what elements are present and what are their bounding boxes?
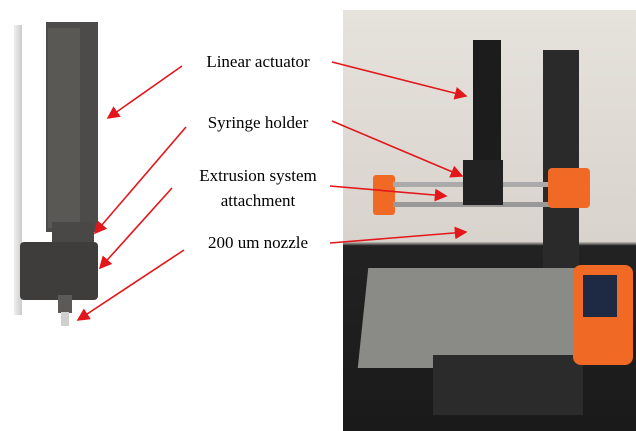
- arrow-holder-right: [331, 120, 464, 178]
- arrow-actuator-right: [331, 61, 468, 100]
- arrow-actuator-left: [106, 65, 183, 119]
- arrow-nozzle-right: [329, 226, 468, 244]
- arrow-extrusion-left: [98, 187, 173, 270]
- arrow-nozzle-left: [76, 249, 185, 321]
- printer-photo: [343, 10, 636, 431]
- label-linear-actuator: Linear actuator: [206, 52, 310, 71]
- label-extrusion-line1: Extrusion system: [199, 166, 317, 185]
- label-syringe-holder: Syringe holder: [207, 113, 309, 132]
- label-extrusion-line2: attachment: [220, 191, 296, 210]
- arrow-holder-left: [93, 126, 187, 235]
- arrow-extrusion-right: [329, 185, 448, 202]
- label-nozzle: 200 um nozzle: [207, 233, 309, 252]
